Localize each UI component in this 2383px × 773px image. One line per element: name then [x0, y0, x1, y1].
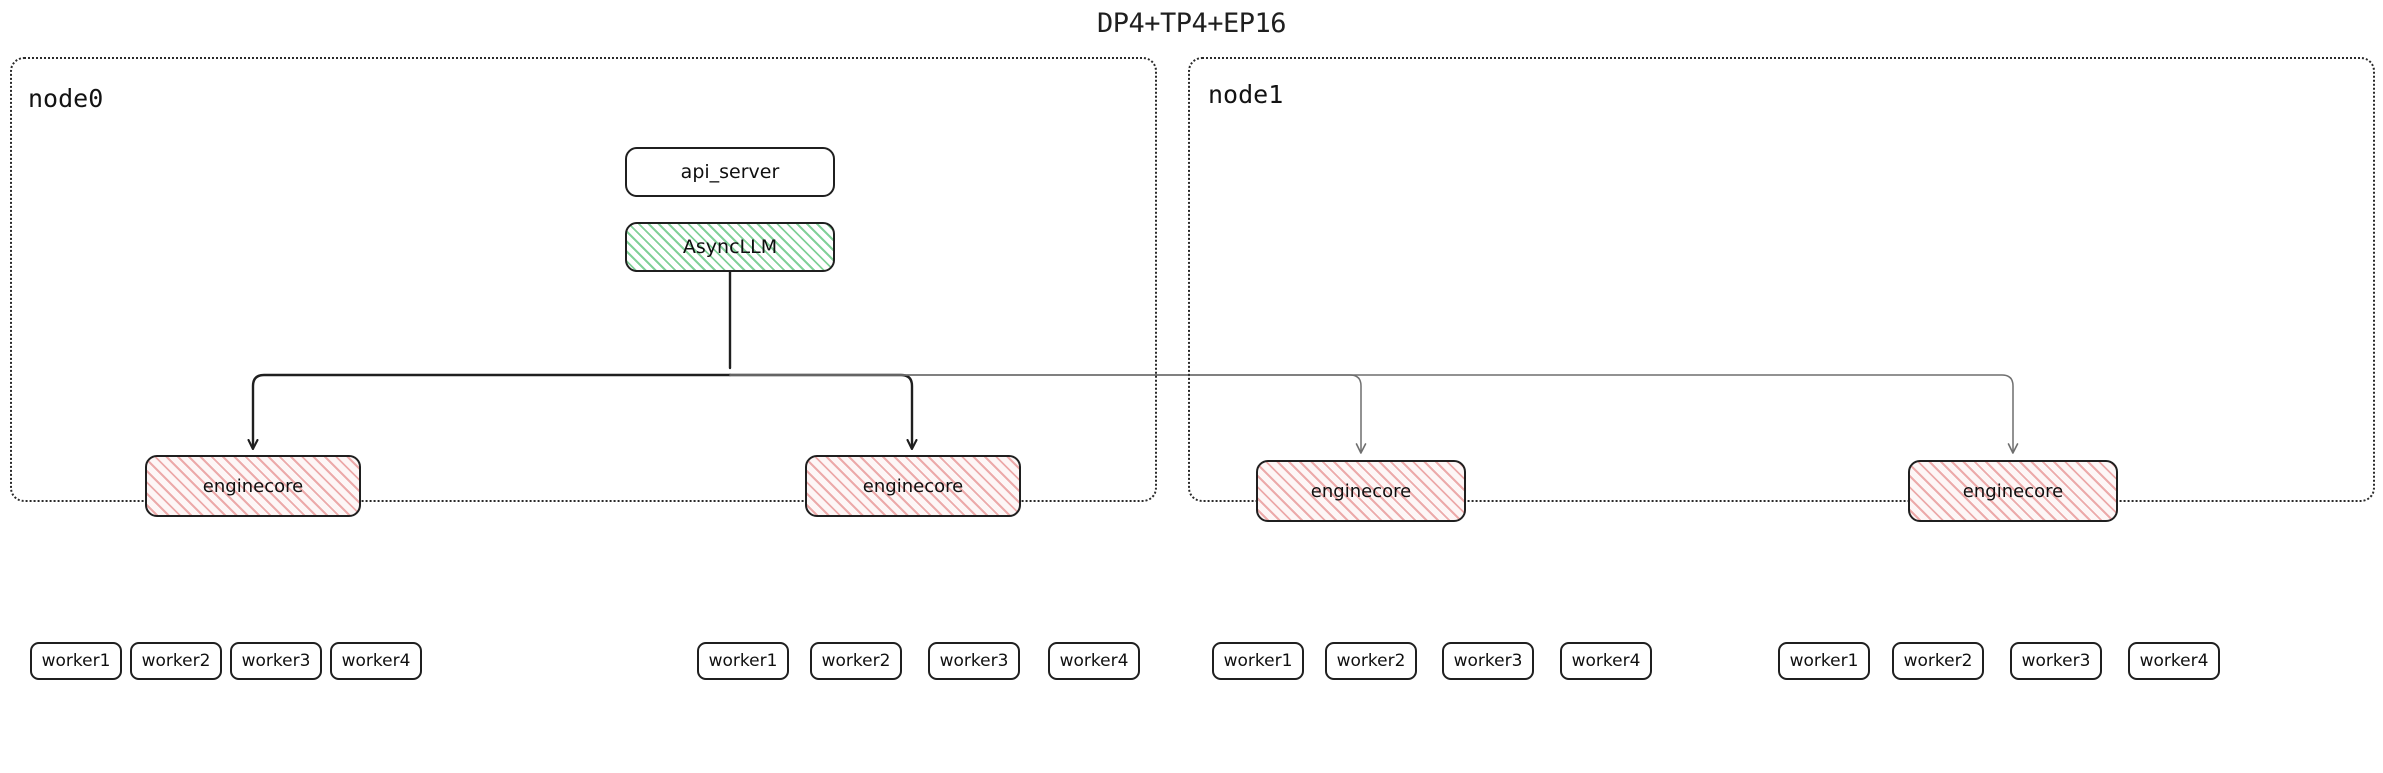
- node-worker-n0g1-2[interactable]: worker2: [810, 642, 902, 680]
- node-label-enginecore-0: enginecore: [202, 475, 304, 497]
- node-label-worker-n1g1-1: worker1: [1789, 651, 1859, 671]
- node-label-worker-n1g1-4: worker4: [2139, 651, 2209, 671]
- subgraph-node1: [1188, 57, 2375, 502]
- node-worker-n0g1-4[interactable]: worker4: [1048, 642, 1140, 680]
- node-worker-n0g0-2[interactable]: worker2: [130, 642, 222, 680]
- subgraph-label-node0: node0: [28, 84, 104, 113]
- node-worker-n1g0-4[interactable]: worker4: [1560, 642, 1652, 680]
- node-label-asyncllm: AsyncLLM: [682, 236, 778, 258]
- node-api-server[interactable]: api_server: [625, 147, 835, 197]
- subgraph-label-node1: node1: [1208, 80, 1284, 109]
- node-label-worker-n0g0-4: worker4: [341, 651, 411, 671]
- node-worker-n1g1-1[interactable]: worker1: [1778, 642, 1870, 680]
- node-label-worker-n1g1-3: worker3: [2021, 651, 2091, 671]
- node-worker-n0g1-1[interactable]: worker1: [697, 642, 789, 680]
- node-worker-n1g0-2[interactable]: worker2: [1325, 642, 1417, 680]
- node-worker-n0g0-4[interactable]: worker4: [330, 642, 422, 680]
- node-label-worker-n1g0-3: worker3: [1453, 651, 1523, 671]
- node-worker-n1g0-1[interactable]: worker1: [1212, 642, 1304, 680]
- node-enginecore-1[interactable]: enginecore: [805, 455, 1021, 517]
- node-worker-n1g1-4[interactable]: worker4: [2128, 642, 2220, 680]
- node-enginecore-3[interactable]: enginecore: [1908, 460, 2118, 522]
- node-label-api-server: api_server: [680, 161, 780, 183]
- node-label-enginecore-3: enginecore: [1962, 480, 2064, 502]
- node-asyncllm[interactable]: AsyncLLM: [625, 222, 835, 272]
- node-enginecore-0[interactable]: enginecore: [145, 455, 361, 517]
- node-label-enginecore-2: enginecore: [1310, 480, 1412, 502]
- node-label-worker-n1g0-1: worker1: [1223, 651, 1293, 671]
- subgraph-node0: [10, 57, 1157, 502]
- node-worker-n1g1-3[interactable]: worker3: [2010, 642, 2102, 680]
- node-label-worker-n0g1-2: worker2: [821, 651, 891, 671]
- node-label-worker-n0g1-1: worker1: [708, 651, 778, 671]
- node-worker-n1g0-3[interactable]: worker3: [1442, 642, 1534, 680]
- node-label-worker-n0g0-3: worker3: [241, 651, 311, 671]
- node-worker-n0g0-3[interactable]: worker3: [230, 642, 322, 680]
- node-label-worker-n0g1-4: worker4: [1059, 651, 1129, 671]
- node-worker-n0g0-1[interactable]: worker1: [30, 642, 122, 680]
- node-label-enginecore-1: enginecore: [862, 475, 964, 497]
- node-label-worker-n1g1-2: worker2: [1903, 651, 1973, 671]
- diagram-title: DP4+TP4+EP16: [1096, 8, 1287, 39]
- node-worker-n1g1-2[interactable]: worker2: [1892, 642, 1984, 680]
- node-label-worker-n0g0-1: worker1: [41, 651, 111, 671]
- node-enginecore-2[interactable]: enginecore: [1256, 460, 1466, 522]
- node-label-worker-n0g1-3: worker3: [939, 651, 1009, 671]
- node-label-worker-n1g0-4: worker4: [1571, 651, 1641, 671]
- node-label-worker-n0g0-2: worker2: [141, 651, 211, 671]
- node-label-worker-n1g0-2: worker2: [1336, 651, 1406, 671]
- node-worker-n0g1-3[interactable]: worker3: [928, 642, 1020, 680]
